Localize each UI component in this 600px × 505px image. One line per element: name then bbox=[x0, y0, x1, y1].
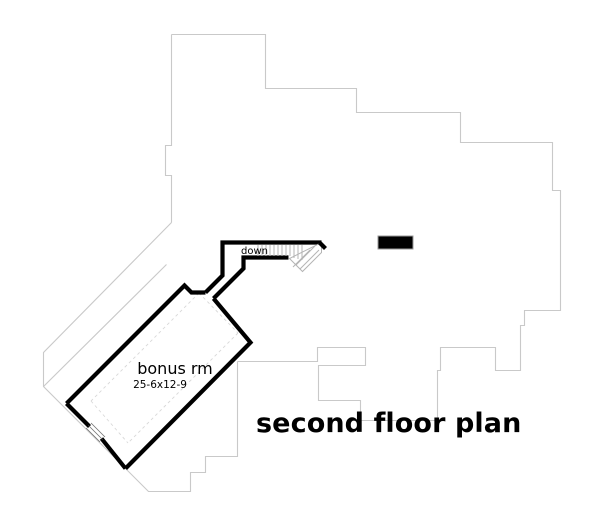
bonus-room-name-label: bonus rm bbox=[137, 359, 213, 378]
left-wing-roof-outline bbox=[164, 34, 173, 223]
stair-corner-nib bbox=[318, 241, 327, 250]
stair-treads bbox=[257, 245, 303, 260]
bonus-room-window bbox=[85, 422, 106, 443]
stair-direction-label: down bbox=[241, 246, 268, 257]
bonus-guide-end-upper bbox=[198, 292, 239, 334]
interior-guide-group bbox=[90, 292, 239, 444]
stair-winder bbox=[288, 241, 322, 273]
window-pane-line-1 bbox=[88, 425, 103, 440]
stair-winder-tread-1 bbox=[295, 245, 316, 266]
stair-lower-wall bbox=[212, 255, 289, 300]
stair-winder-outline bbox=[288, 241, 322, 273]
bonus-guide-lower bbox=[127, 332, 239, 444]
stair-winder-tread-2 bbox=[292, 249, 311, 268]
window-pane-line-2 bbox=[90, 422, 106, 438]
bonus-room-south-walls bbox=[124, 297, 254, 470]
stair-winder-tread-3 bbox=[299, 249, 320, 270]
stair-enclosure-walls bbox=[204, 240, 322, 294]
plan-title: second floor plan bbox=[256, 408, 521, 439]
bonus-guide-upper bbox=[90, 292, 200, 402]
bonus-room-west-wall-upper-seg bbox=[65, 402, 91, 428]
roof-outline-group bbox=[42, 33, 562, 493]
bonus-room-north-walls bbox=[65, 282, 206, 405]
main-roof-outline bbox=[171, 33, 562, 422]
bonus-room-dimensions-label: 25-6x12-9 bbox=[133, 379, 187, 391]
chimney-flue-block bbox=[377, 235, 414, 250]
bonus-room-west-wall-lower-seg bbox=[99, 437, 128, 470]
wall-group bbox=[65, 240, 322, 470]
bonus-guide-end-lower bbox=[90, 400, 129, 444]
window-pane-line-3 bbox=[85, 427, 101, 443]
bonus-wing-roof-hip bbox=[43, 264, 167, 387]
bonus-wing-roof-outline bbox=[42, 222, 239, 493]
